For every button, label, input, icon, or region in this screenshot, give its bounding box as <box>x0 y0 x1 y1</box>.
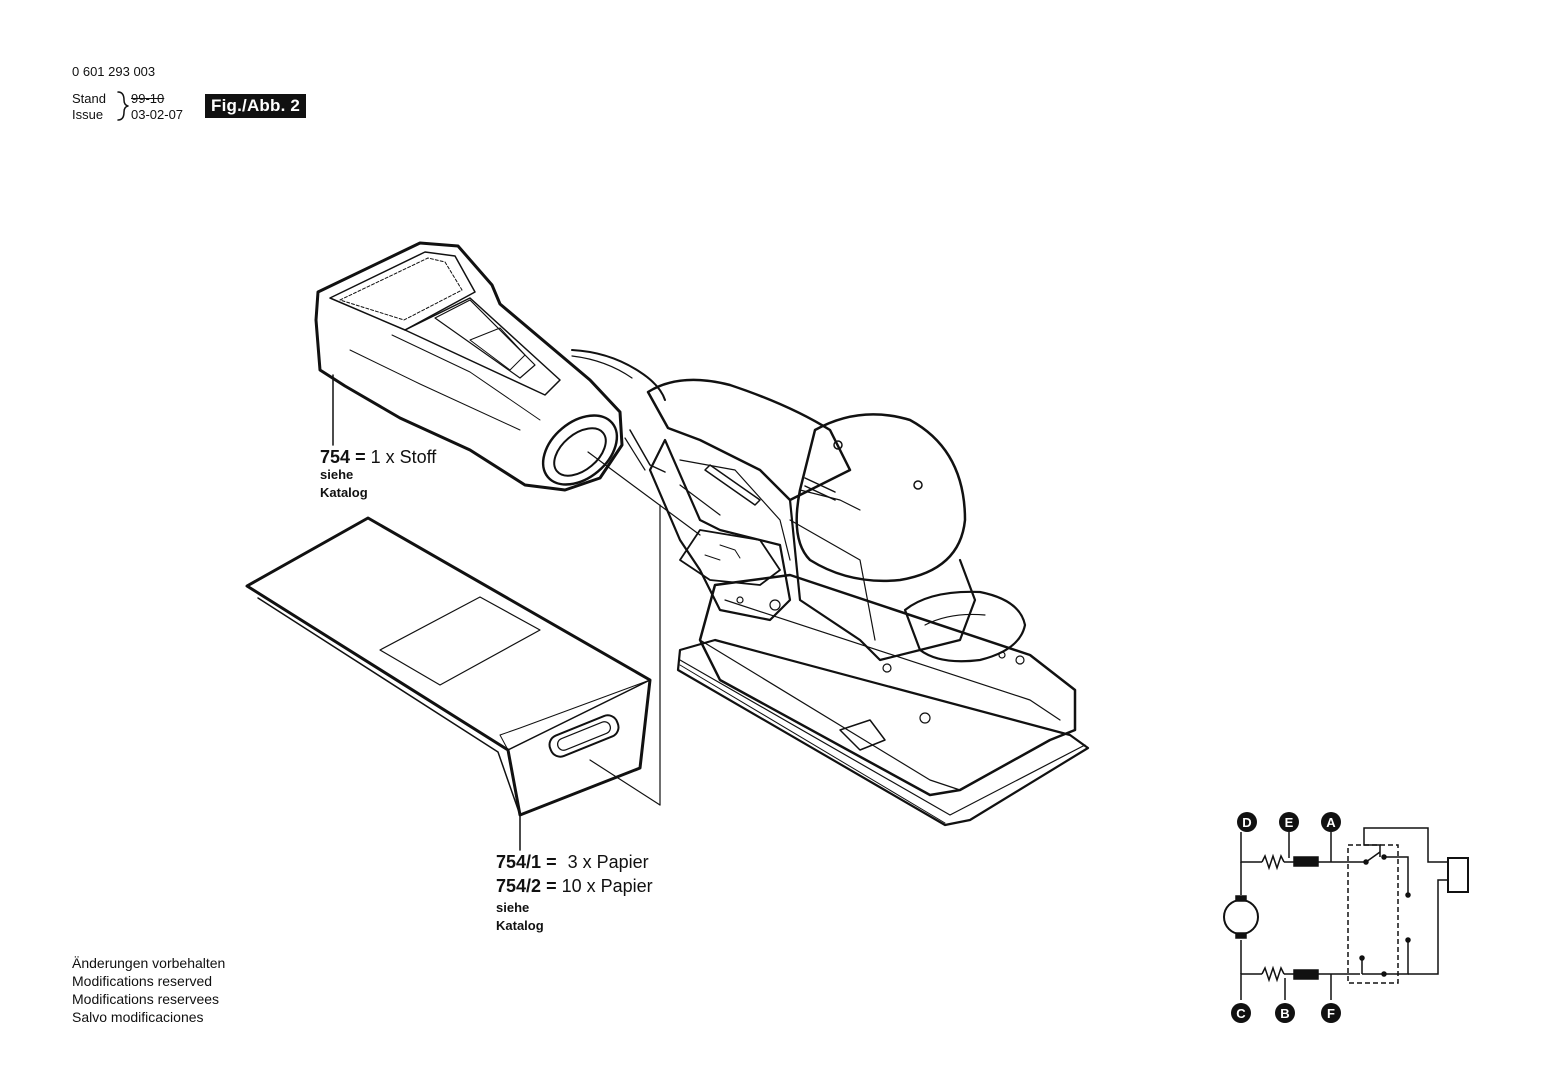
switch-box <box>1347 844 1399 984</box>
cloth-bag-pointer <box>587 451 701 536</box>
node-d: D <box>1242 815 1251 830</box>
node-b-marker <box>1275 1003 1295 1023</box>
paper-bag-part-1: 754/1 <box>496 852 542 872</box>
note-english: Modifications reserved <box>72 973 213 989</box>
coil-bottom <box>1293 969 1319 980</box>
cloth-bag-note-1: siehe <box>320 467 354 482</box>
figure-badge: Fig./Abb. 2 <box>205 94 307 118</box>
resistor-bottom <box>1261 965 1285 983</box>
paper-bag-note-1: siehe <box>496 900 530 915</box>
capacitor-box <box>1447 857 1469 893</box>
cloth-bag-note-2: Katalog <box>320 485 368 500</box>
header-brace <box>117 91 129 121</box>
cloth-bag-part-number: 754 <box>320 447 351 467</box>
note-german: Änderungen vorbehalten <box>72 955 226 971</box>
node-f: F <box>1327 1006 1335 1021</box>
paper-bag-callout-1: 754/1 = 3 x Papier <box>496 851 649 873</box>
orbital-sander <box>571 349 1090 827</box>
node-a: A <box>1326 815 1336 830</box>
note-spanish: Salvo modificaciones <box>72 1009 204 1025</box>
issue-label: Issue <box>72 107 104 122</box>
coil-top <box>1293 856 1319 867</box>
resistor-top <box>1261 853 1285 871</box>
part-number: 0 601 293 003 <box>72 64 156 79</box>
modifications-notice: Änderungen vorbehalten Modifications res… <box>72 954 225 1026</box>
paper-bag-note-2: Katalog <box>496 918 544 933</box>
node-c: C <box>1236 1006 1246 1021</box>
node-f-marker <box>1321 1003 1341 1023</box>
wiring-diagram <box>1223 827 1469 1000</box>
cloth-dust-bag <box>314 241 624 492</box>
cloth-bag-equals: = <box>355 447 366 467</box>
paper-bag-callout-2: 754/2 = 10 x Papier <box>496 875 653 897</box>
wiring-nodes: D E A C B F <box>1231 812 1341 1023</box>
motor-symbol <box>1223 899 1259 935</box>
note-french: Modifications reservees <box>72 991 220 1007</box>
cloth-bag-callout: 754 = 1 x Stoff <box>320 446 436 468</box>
paper-bag-equals-2: = <box>546 876 557 896</box>
paper-bag-description-1: 3 x Papier <box>567 852 649 872</box>
paper-bag-part-2: 754/2 <box>496 876 542 896</box>
stand-old-date: 99-10 <box>131 91 165 106</box>
node-e: E <box>1285 815 1294 830</box>
issue-date: 03-02-07 <box>131 107 184 122</box>
cloth-bag-description: 1 x Stoff <box>370 447 437 467</box>
paper-bag-pointer <box>589 759 661 806</box>
stand-label: Stand <box>72 91 106 106</box>
node-b: B <box>1280 1006 1289 1021</box>
paper-bag-equals-1: = <box>546 852 557 872</box>
paper-dust-bag <box>245 516 652 817</box>
node-e-marker <box>1279 812 1299 832</box>
node-c-marker <box>1231 1003 1251 1023</box>
paper-bag-description-2: 10 x Papier <box>561 876 653 896</box>
node-d-marker <box>1237 812 1257 832</box>
node-a-marker <box>1321 812 1341 832</box>
